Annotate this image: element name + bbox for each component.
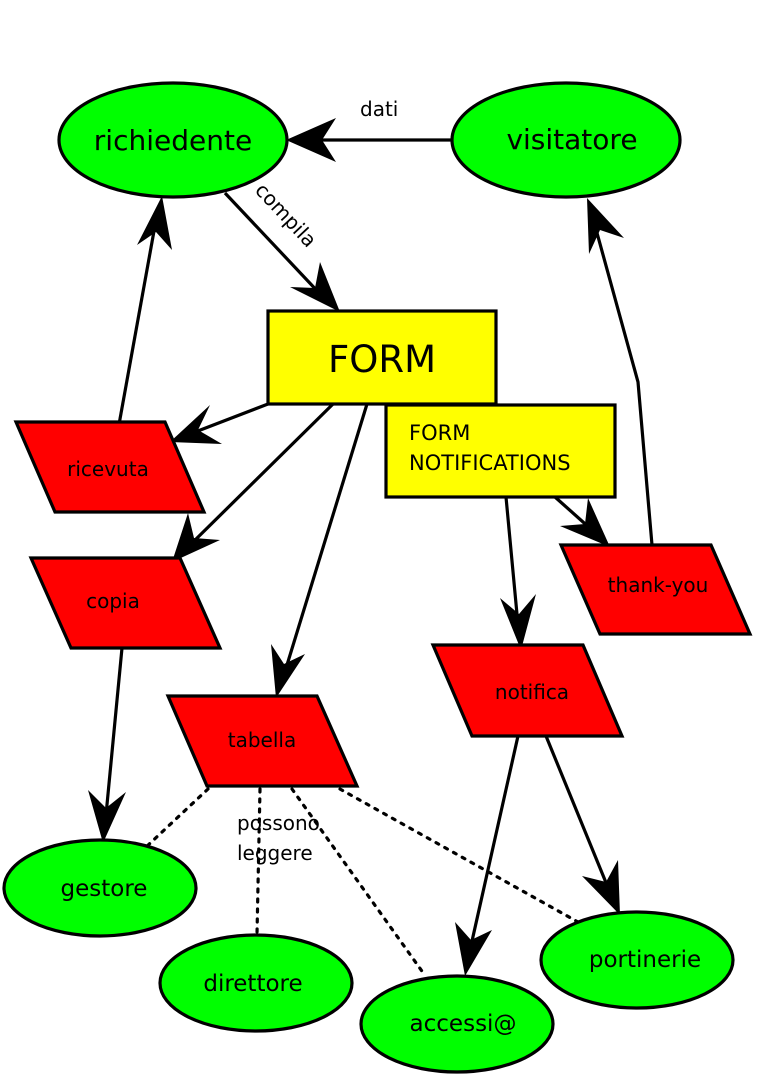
edge-richiedente-form <box>223 191 324 298</box>
notifica-shape <box>430 643 625 738</box>
node-accessi: accessi@ <box>359 974 555 1074</box>
visitatore-ellipse <box>450 81 682 199</box>
edge-notifications-notifica <box>504 496 520 626</box>
arrowhead-gestore <box>88 790 126 843</box>
node-notifica: notifica <box>430 643 625 738</box>
visitatore-label: visitatore <box>506 123 637 156</box>
portinerie-ellipse <box>539 910 735 1010</box>
dotted-tabella-accessi <box>290 787 426 976</box>
edge-form-tabella <box>281 403 369 679</box>
edge-form-ricevuta <box>189 402 269 436</box>
node-thank-you: thank-you <box>558 543 753 636</box>
edge-label-leggere: leggere <box>237 841 313 865</box>
edge-notifica-accessi <box>468 735 520 951</box>
node-direttore: direttore <box>158 933 354 1033</box>
node-copia: copia <box>28 556 223 650</box>
node-richiedente: richiedente <box>57 81 289 199</box>
arrowhead-notifica <box>500 594 536 650</box>
edge-ricevuta-richiedente <box>116 219 158 431</box>
notifica-label: notifica <box>495 680 569 704</box>
form-notifications-rect <box>384 403 617 499</box>
form-label: FORM <box>328 338 436 381</box>
arrowhead-visitatore <box>587 198 624 254</box>
node-gestore: gestore <box>2 838 198 938</box>
copia-shape <box>28 556 223 650</box>
ricevuta-label: ricevuta <box>67 457 149 481</box>
edge-form-copia <box>188 402 335 547</box>
accessi-label: accessi@ <box>410 1011 517 1037</box>
portinerie-label: portinerie <box>589 947 701 973</box>
copia-label: copia <box>86 589 140 613</box>
node-tabella: tabella <box>165 694 360 788</box>
dotted-tabella-direttore <box>255 787 262 936</box>
richiedente-label: richiedente <box>94 124 252 157</box>
gestore-ellipse <box>2 838 198 938</box>
edge-copia-gestore <box>104 647 124 816</box>
node-visitatore: visitatore <box>450 81 682 199</box>
arrowhead-richiedente-up <box>137 196 172 250</box>
form-rect <box>266 309 498 406</box>
node-form-notifications: FORM NOTIFICATIONS <box>384 403 617 499</box>
node-ricevuta: ricevuta <box>13 420 207 514</box>
tabella-shape <box>165 694 360 788</box>
arrowhead-ricevuta <box>170 405 222 444</box>
thank-you-shape <box>558 543 753 636</box>
edge-label-compila: compila <box>250 178 321 252</box>
arrowhead-tabella <box>271 644 305 698</box>
form-notifications-label-line1: FORM <box>409 421 470 445</box>
form-notifications-label-line2: NOTIFICATIONS <box>409 451 571 475</box>
direttore-label: direttore <box>203 971 302 997</box>
dotted-tabella-gestore <box>143 787 210 850</box>
tabella-label: tabella <box>228 728 296 752</box>
thank-you-label: thank-you <box>608 573 709 597</box>
arrowhead-accessi <box>455 922 492 976</box>
dotted-tabella-portinerie <box>338 787 580 924</box>
node-form: FORM <box>266 309 498 406</box>
ricevuta-shape <box>13 420 207 514</box>
arrowhead-copia <box>172 513 220 562</box>
accessi-ellipse <box>359 974 555 1074</box>
direttore-ellipse <box>158 933 354 1033</box>
arrowhead-thankyou <box>560 498 610 547</box>
arrowhead-form <box>290 262 340 312</box>
edge-notifica-portinerie <box>544 735 611 891</box>
edge-thankyou-visitatore <box>592 221 654 546</box>
edge-label-possono: possono <box>237 811 320 835</box>
arrowhead-portinerie <box>582 860 620 915</box>
node-portinerie: portinerie <box>539 910 735 1010</box>
richiedente-ellipse <box>57 81 289 199</box>
edge-label-dati: dati <box>360 97 398 121</box>
arrowhead-richiedente <box>286 118 336 162</box>
gestore-label: gestore <box>61 876 148 902</box>
